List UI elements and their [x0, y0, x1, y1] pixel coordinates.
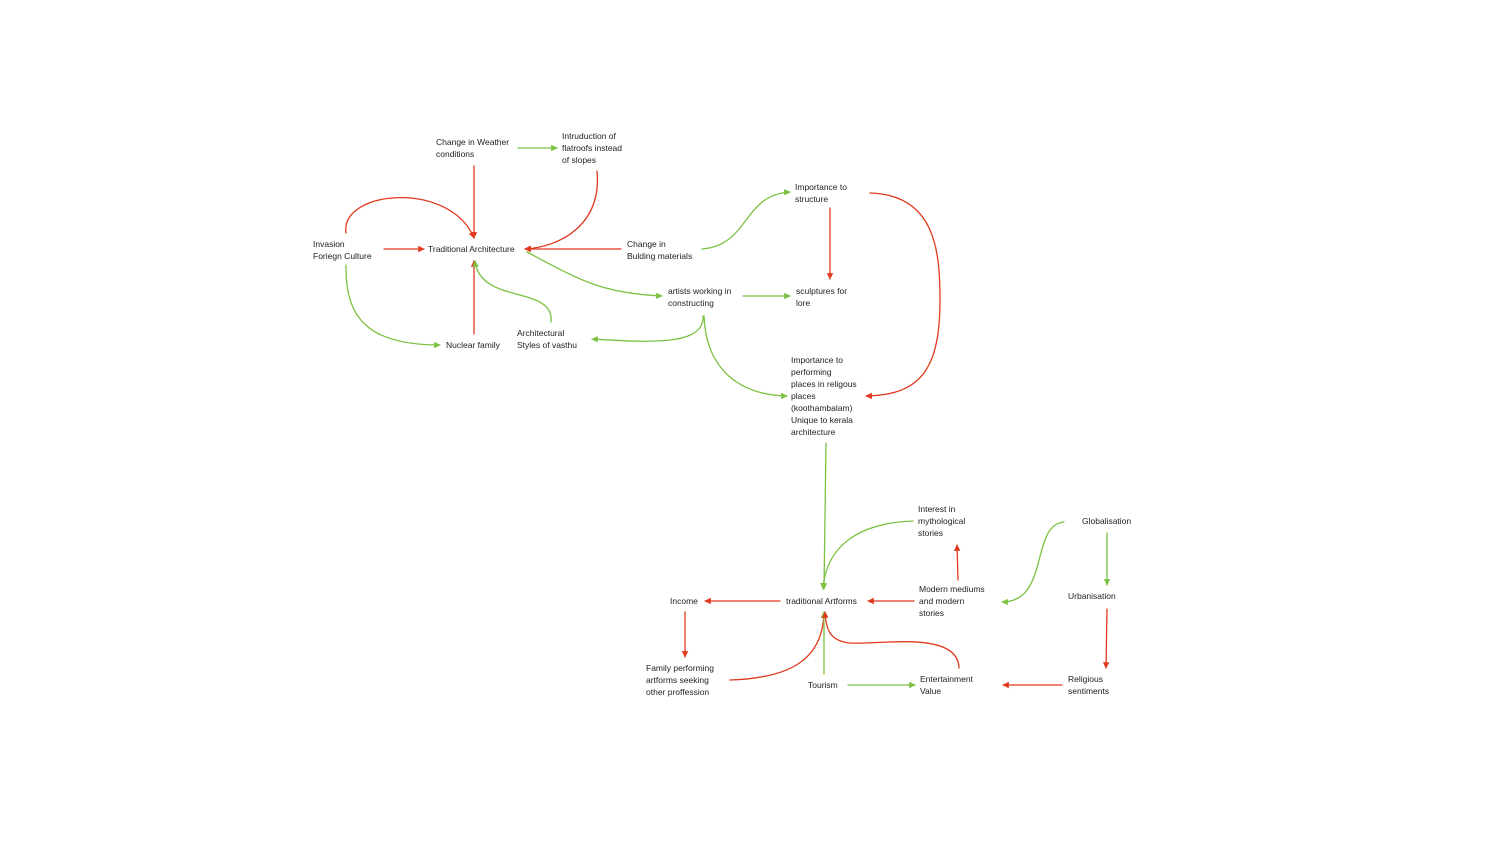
node-income: Income [670, 596, 698, 606]
node-traditional-architecture: Traditional Architecture [428, 244, 515, 254]
node-urbanisation: Urbanisation [1068, 591, 1116, 601]
node-importance-structure: Importance to structure [795, 182, 847, 204]
node-religious: Religious sentiments [1068, 674, 1110, 696]
edge-artists-to-vasthu [591, 315, 704, 343]
edge-mythological-to-artforms [820, 520, 914, 590]
edge-urbanisation-to-religious [1102, 608, 1110, 669]
node-tourism: Tourism [808, 680, 838, 690]
edge-vasthu-to-architecture [472, 260, 552, 323]
node-modern-mediums: Modern mediums and modern stories [919, 584, 985, 618]
node-mythological: Interest in mythological stories [918, 504, 966, 538]
node-performing-places: Importance to performing places in relig… [791, 355, 857, 437]
edge-building-materials-to-structure [701, 189, 791, 250]
edge-performing-places-to-artforms [820, 442, 828, 590]
node-nuclear-family: Nuclear family [446, 340, 500, 350]
node-flatroofs: Intruduction of flatroofs instead of slo… [562, 131, 623, 165]
node-family-performing: Family performing artforms seeking other… [646, 663, 715, 697]
node-globalisation: Globalisation [1082, 516, 1132, 526]
node-entertainment: Entertainment Value [920, 674, 973, 696]
edge-flatroofs-to-architecture [524, 170, 598, 252]
edge-artists-to-performing-places [703, 315, 788, 400]
edge-architecture-to-artists [526, 251, 663, 299]
node-building-materials: Change in Bulding materials [627, 239, 693, 261]
node-vasthu: Architectural Styles of vasthu [517, 328, 578, 350]
edge-modern-to-mythological [953, 544, 961, 581]
node-artists-constructing: artists working in constructing [668, 286, 732, 308]
edge-entertainment-to-artforms [822, 611, 960, 669]
node-weather: Change in Weather conditions [436, 137, 510, 159]
edge-family-performing-to-artforms [729, 611, 828, 681]
edge-globalisation-to-modern [1001, 521, 1065, 606]
edge-structure-to-performing-places [865, 192, 941, 400]
node-traditional-artforms: traditional Artforms [786, 596, 857, 606]
edge-invasion-to-nuclear-family [345, 264, 441, 349]
edge-invasion-loop-to-architecture [345, 197, 475, 239]
node-invasion: Invasion Foriegn Culture [313, 239, 372, 261]
node-sculptures: sculptures for lore [796, 286, 848, 308]
